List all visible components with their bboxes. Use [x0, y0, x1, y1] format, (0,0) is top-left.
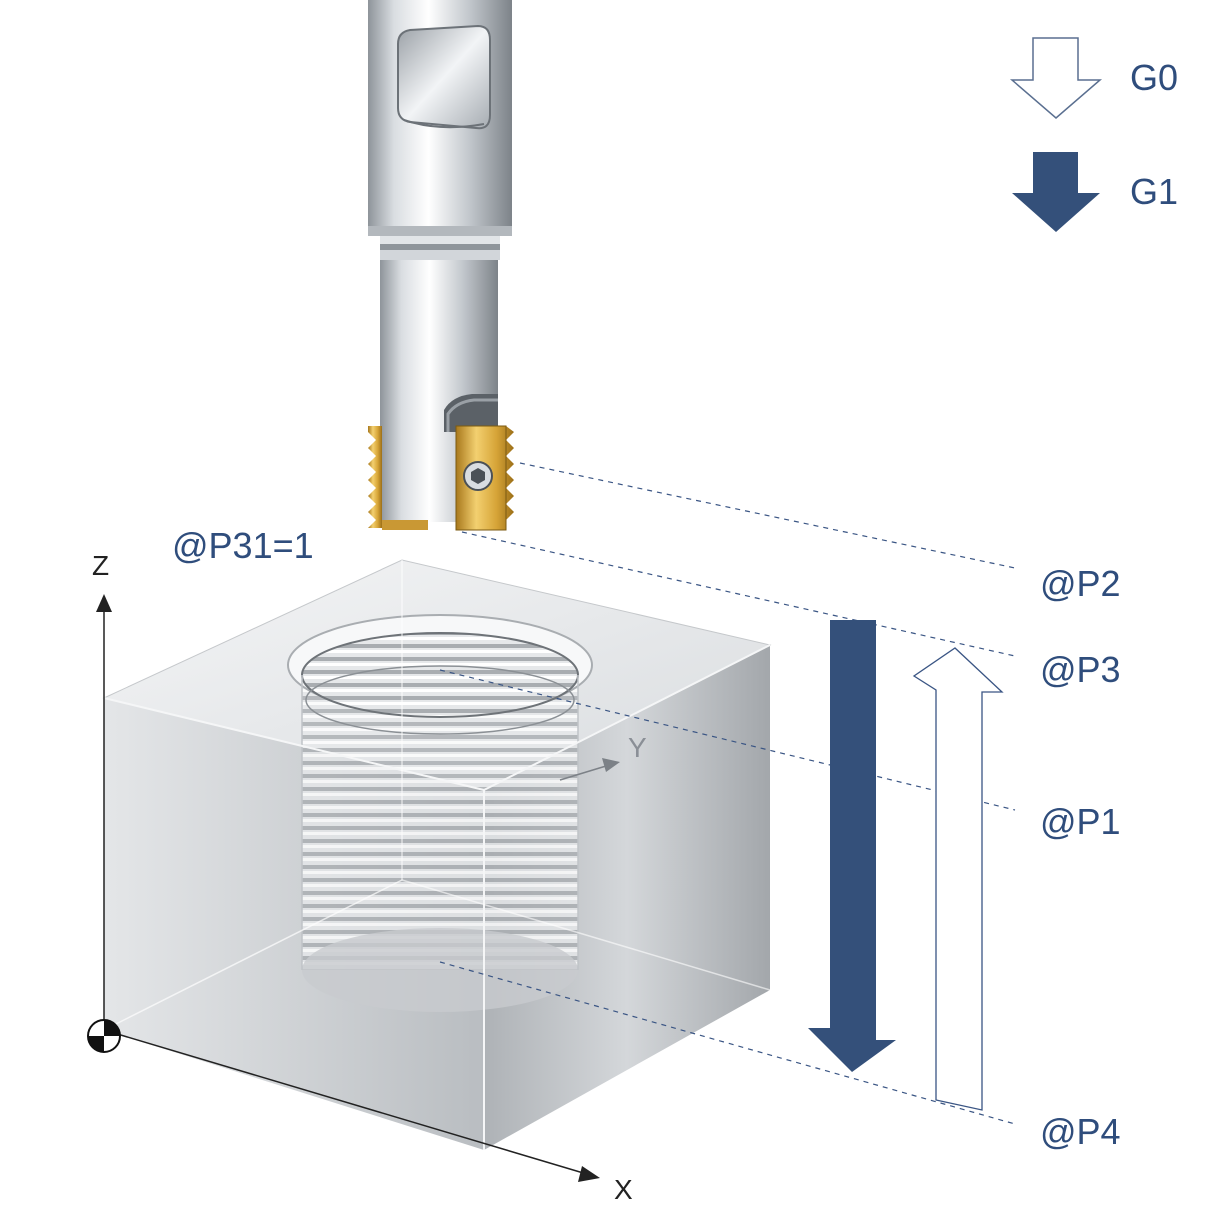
z-axis-arrow-icon	[96, 594, 112, 612]
p4-label: @P4	[1040, 1111, 1121, 1152]
feed-down-arrow	[808, 620, 896, 1072]
p2-label: @P2	[1040, 563, 1121, 604]
z-axis-label: Z	[92, 550, 110, 581]
workpiece-block	[102, 559, 772, 1150]
x-axis-label: X	[614, 1174, 633, 1205]
rapid-up-arrow	[912, 647, 1004, 1111]
p31-label: @P31=1	[172, 525, 314, 566]
coordinate-axes	[87, 594, 620, 1182]
milling-tool	[368, 0, 512, 522]
x-axis-arrow-icon	[578, 1166, 600, 1182]
g1-label: G1	[1130, 171, 1179, 212]
y-axis-arrow-icon	[602, 758, 620, 772]
p3-label: @P3	[1040, 649, 1121, 690]
workpiece-zero-icon	[87, 1019, 121, 1053]
thread-insert	[455, 425, 514, 531]
p1-label: @P1	[1040, 801, 1121, 842]
g0-label: G0	[1130, 57, 1179, 98]
feed-arrow-icon	[1012, 152, 1100, 232]
cutting-teeth-left	[368, 426, 382, 528]
reference-lines	[439, 462, 1016, 1125]
rapid-arrow-icon	[1009, 37, 1103, 119]
y-axis-label: Y	[628, 732, 647, 763]
